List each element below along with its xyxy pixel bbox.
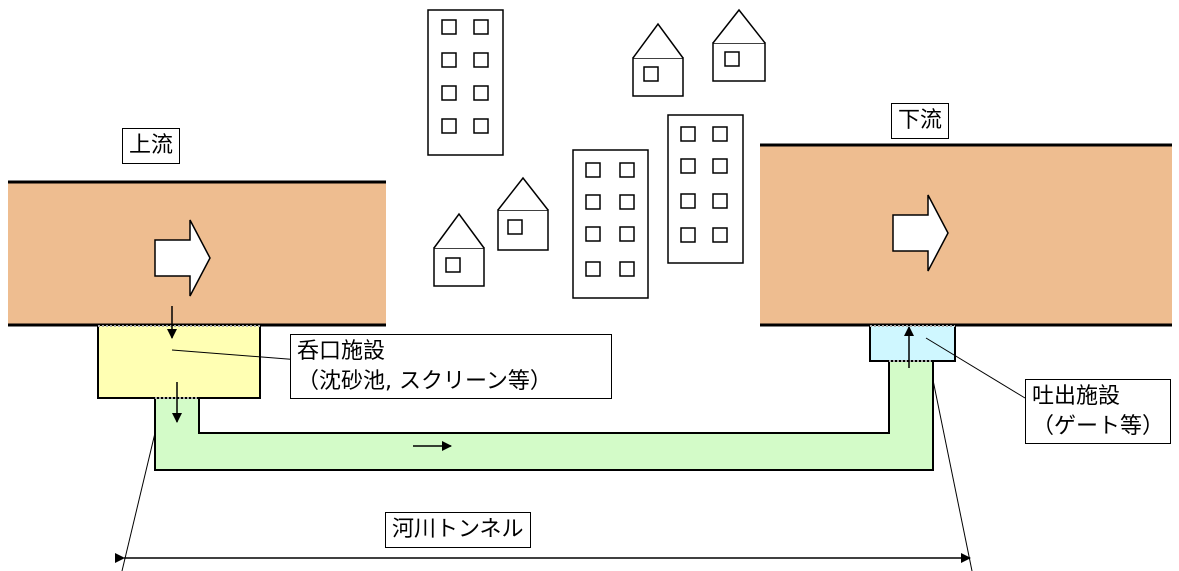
house-icon bbox=[433, 212, 485, 287]
intake-label-line2: （沈砂池, スクリーン等） bbox=[297, 368, 552, 394]
building-icon bbox=[427, 9, 504, 156]
downstream-label: 下流 bbox=[891, 103, 950, 139]
intake-facility-label: 呑口施設 （沈砂池, スクリーン等） bbox=[290, 334, 612, 400]
outlet-leader-line bbox=[925, 337, 1026, 399]
tunnel-label: 河川トンネル bbox=[385, 512, 531, 548]
downstream-label-text: 下流 bbox=[898, 108, 943, 133]
city-houses bbox=[433, 8, 766, 287]
downstream-flow-arrow-icon bbox=[892, 194, 949, 272]
intake-leader-line bbox=[171, 349, 301, 361]
house-icon bbox=[632, 22, 684, 97]
upstream-label-text: 上流 bbox=[129, 133, 174, 158]
outlet-facility-label: 吐出施設 （ゲート等） bbox=[1025, 379, 1171, 445]
house-icon bbox=[497, 176, 549, 251]
upstream-flow-arrow-icon bbox=[154, 219, 211, 297]
outlet-label-line1: 吐出施設 bbox=[1032, 384, 1121, 409]
tunnel-dimension-left-extension bbox=[121, 432, 156, 571]
downstream-river bbox=[760, 143, 1172, 327]
tunnel-label-text: 河川トンネル bbox=[392, 517, 524, 542]
outlet-label-line2: （ゲート等） bbox=[1032, 413, 1165, 439]
intake-label-line1: 呑口施設 bbox=[297, 339, 386, 364]
upstream-label: 上流 bbox=[122, 128, 181, 164]
city-buildings bbox=[427, 9, 744, 299]
building-icon bbox=[572, 149, 649, 299]
intake-facility bbox=[97, 324, 261, 399]
outlet-facility bbox=[869, 324, 956, 362]
downstream-river-body bbox=[760, 145, 1172, 325]
building-icon bbox=[667, 114, 744, 264]
upstream-river bbox=[8, 180, 386, 327]
tunnel-dimension-right-extension bbox=[932, 379, 973, 571]
house-icon bbox=[712, 8, 766, 82]
